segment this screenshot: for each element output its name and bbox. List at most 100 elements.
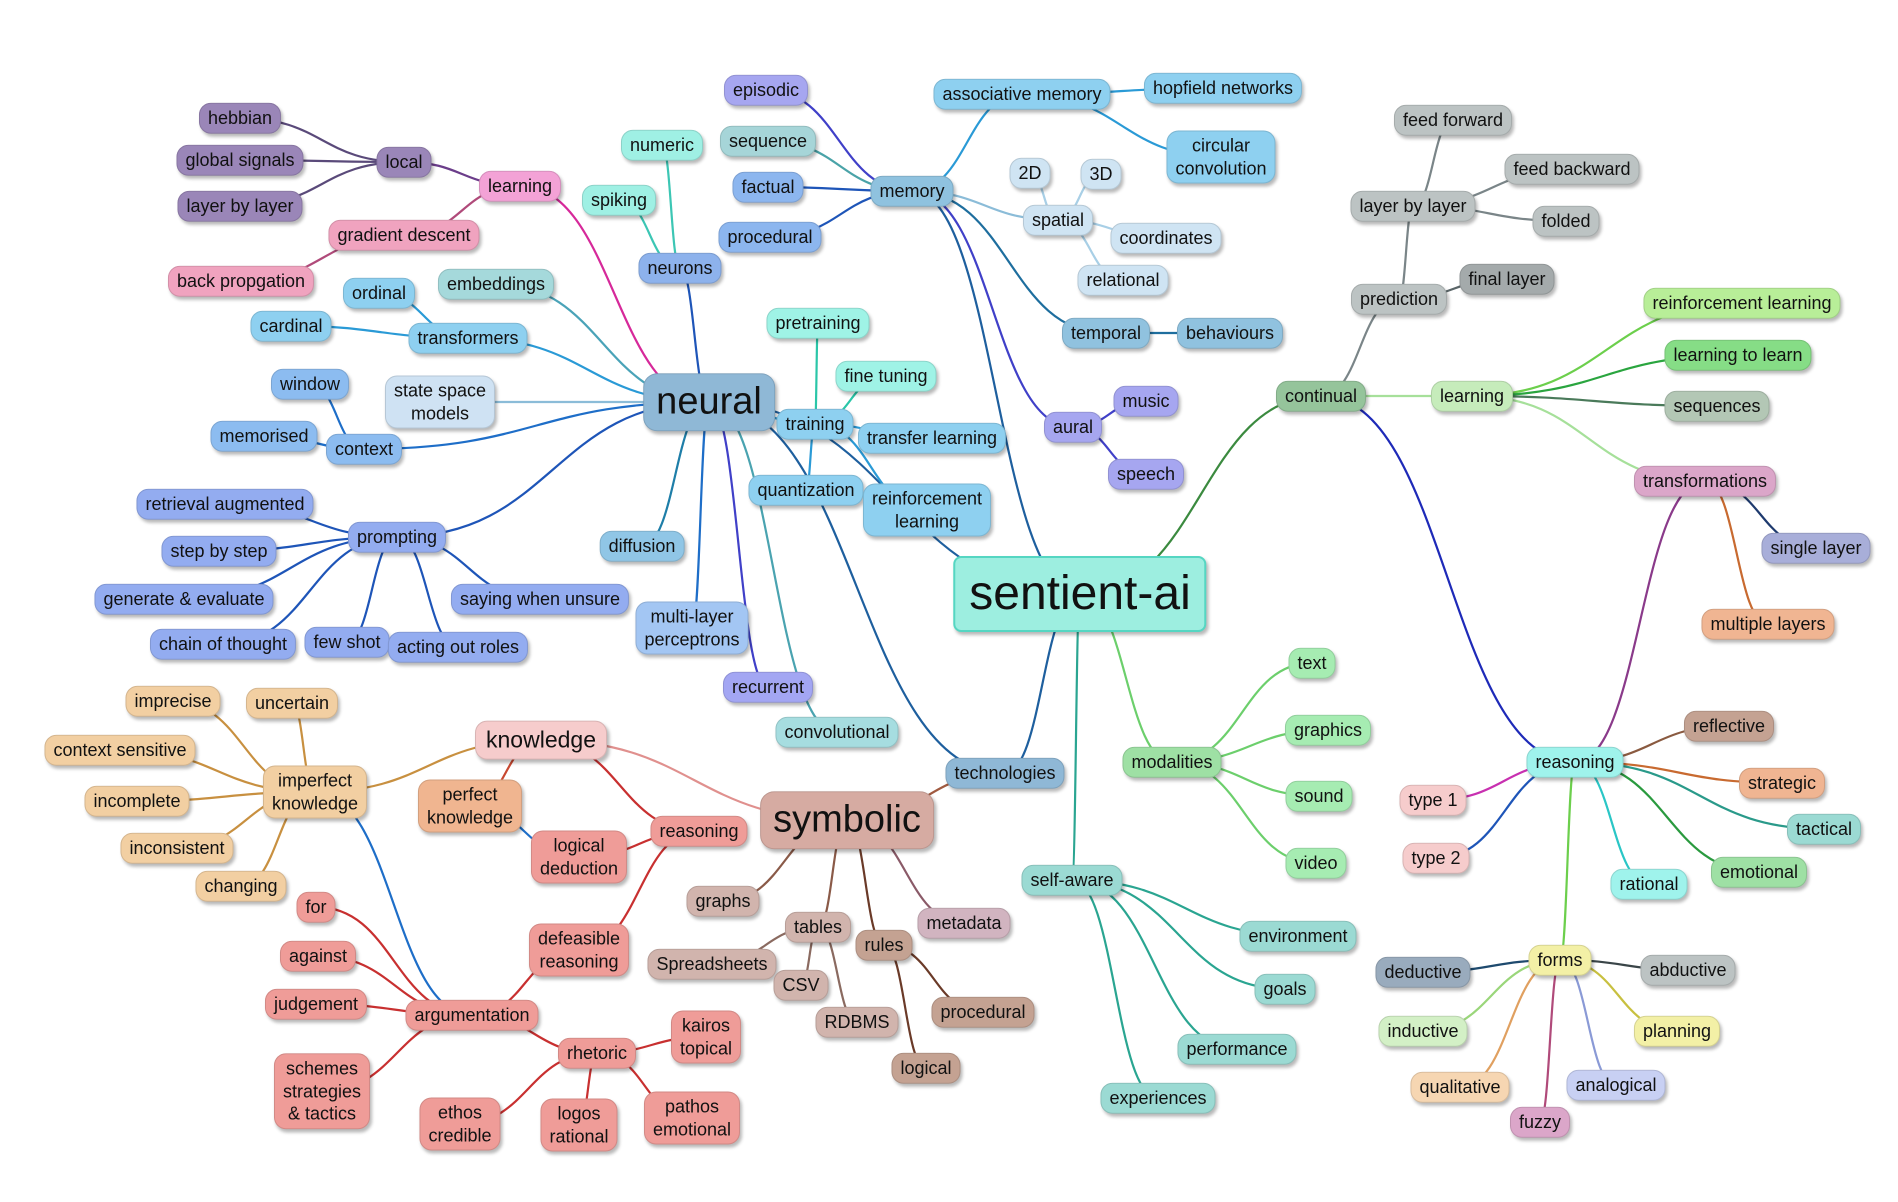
node-judgement: judgement bbox=[264, 988, 368, 1020]
node-tables: tables bbox=[784, 911, 852, 943]
node-changing: changing bbox=[195, 870, 287, 902]
node-goals: goals bbox=[1254, 973, 1316, 1005]
node-graphs: graphs bbox=[686, 885, 760, 917]
node-layerbylayer1: layer by layer bbox=[177, 190, 303, 222]
node-aural: aural bbox=[1043, 411, 1103, 443]
node-forms: forms bbox=[1528, 944, 1592, 976]
node-rational: rational bbox=[1610, 868, 1688, 900]
node-speech: speech bbox=[1107, 458, 1185, 490]
node-selfaware: self-aware bbox=[1021, 864, 1123, 896]
node-metadata: metadata bbox=[917, 907, 1011, 939]
node-prediction: prediction bbox=[1350, 283, 1448, 315]
node-circconv: circular convolution bbox=[1166, 130, 1276, 184]
node-deductive: deductive bbox=[1375, 956, 1471, 988]
node-inconsistent: inconsistent bbox=[120, 832, 234, 864]
node-ethos: ethos credible bbox=[419, 1097, 501, 1151]
node-cardinal: cardinal bbox=[250, 310, 332, 342]
node-stepbystep: step by step bbox=[161, 535, 277, 567]
node-video: video bbox=[1285, 847, 1347, 879]
node-for: for bbox=[296, 891, 336, 923]
node-qualitative: qualitative bbox=[1410, 1071, 1510, 1103]
node-memory: memory bbox=[870, 175, 954, 207]
node-contextsens: context sensitive bbox=[44, 734, 196, 766]
node-type2: type 2 bbox=[1402, 842, 1470, 874]
node-behaviours: behaviours bbox=[1176, 317, 1284, 349]
node-relational: relational bbox=[1077, 264, 1169, 296]
node-graddescent: gradient descent bbox=[328, 219, 480, 251]
node-globalsignals: global signals bbox=[176, 144, 304, 176]
node-feedforward: feed forward bbox=[1393, 104, 1513, 136]
node-window: window bbox=[270, 368, 350, 400]
node-schemes: schemes strategies & tactics bbox=[273, 1053, 371, 1129]
node-root: sentient-ai bbox=[953, 556, 1207, 632]
node-rl2: reinforcement learning bbox=[1643, 287, 1841, 319]
node-music: music bbox=[1113, 385, 1179, 417]
node-2d: 2D bbox=[1009, 157, 1051, 189]
node-fuzzy: fuzzy bbox=[1509, 1106, 1571, 1138]
node-folded: folded bbox=[1532, 205, 1600, 237]
node-assocmem: associative memory bbox=[933, 78, 1111, 110]
node-reflective: reflective bbox=[1683, 710, 1775, 742]
node-recurrent: recurrent bbox=[722, 671, 814, 703]
node-transferlearning: transfer learning bbox=[857, 422, 1007, 454]
node-imperfect: imperfect knowledge bbox=[262, 765, 368, 819]
node-diffusion: diffusion bbox=[599, 530, 685, 562]
node-episodic: episodic bbox=[723, 74, 809, 106]
node-3d: 3D bbox=[1080, 158, 1122, 190]
node-neural: neural bbox=[643, 373, 775, 431]
node-pretraining: pretraining bbox=[766, 307, 870, 339]
node-continual: continual bbox=[1275, 380, 1367, 412]
node-ssm: state space models bbox=[384, 375, 496, 429]
node-procedural2: procedural bbox=[931, 996, 1035, 1028]
node-kairos: kairos topical bbox=[670, 1010, 742, 1064]
node-knowledge: knowledge bbox=[475, 720, 607, 760]
node-rules: rules bbox=[855, 929, 913, 961]
edge-continual-reasoning2 bbox=[1320, 394, 1576, 764]
node-rhetoric: rhetoric bbox=[557, 1037, 637, 1069]
node-spatial: spatial bbox=[1022, 204, 1094, 236]
node-inductive: inductive bbox=[1378, 1015, 1468, 1047]
node-pathos: pathos emotional bbox=[643, 1091, 741, 1145]
node-analogical: analogical bbox=[1566, 1069, 1666, 1101]
node-mlp: multi-layer perceptrons bbox=[635, 601, 749, 655]
node-chainthought: chain of thought bbox=[149, 628, 297, 660]
node-type1: type 1 bbox=[1399, 784, 1467, 816]
node-logos: logos rational bbox=[540, 1098, 618, 1152]
node-transformations: transformations bbox=[1633, 465, 1777, 497]
node-experiences: experiences bbox=[1100, 1082, 1216, 1114]
node-hebbian: hebbian bbox=[198, 102, 282, 134]
node-ordinal: ordinal bbox=[342, 277, 416, 309]
node-learning1: learning bbox=[478, 170, 562, 202]
node-tactical: tactical bbox=[1786, 813, 1862, 845]
node-prompting: prompting bbox=[347, 521, 447, 553]
node-logicaldeduction: logical deduction bbox=[530, 830, 628, 884]
node-text: text bbox=[1288, 647, 1336, 679]
node-argumentation: argumentation bbox=[405, 999, 539, 1031]
node-finetuning: fine tuning bbox=[835, 360, 937, 392]
node-hopfield: hopfield networks bbox=[1143, 72, 1303, 104]
node-perfectknow: perfect knowledge bbox=[417, 779, 523, 833]
node-learntolearn: learning to learn bbox=[1664, 339, 1812, 371]
node-memorised: memorised bbox=[210, 420, 318, 452]
node-strategic: strategic bbox=[1738, 767, 1826, 799]
node-abductive: abductive bbox=[1640, 954, 1736, 986]
node-transformers: transformers bbox=[408, 322, 528, 354]
node-imprecise: imprecise bbox=[125, 685, 221, 717]
node-context: context bbox=[325, 433, 403, 465]
node-modalities: modalities bbox=[1122, 746, 1222, 778]
node-singlelayer: single layer bbox=[1761, 532, 1871, 564]
node-numeric: numeric bbox=[620, 129, 704, 161]
node-multiplelayers: multiple layers bbox=[1701, 608, 1835, 640]
node-fewshot: few shot bbox=[304, 626, 390, 658]
node-uncertain: uncertain bbox=[245, 687, 339, 719]
node-emotional: emotional bbox=[1710, 856, 1808, 888]
node-csv: CSV bbox=[773, 969, 829, 1001]
node-logical: logical bbox=[891, 1052, 961, 1084]
node-environment: environment bbox=[1239, 920, 1357, 952]
node-coordinates: coordinates bbox=[1110, 222, 1222, 254]
node-performance: performance bbox=[1177, 1033, 1297, 1065]
node-finallayer: final layer bbox=[1459, 263, 1555, 295]
node-spiking: spiking bbox=[581, 184, 657, 216]
node-sayingunsure: saying when unsure bbox=[450, 583, 630, 615]
